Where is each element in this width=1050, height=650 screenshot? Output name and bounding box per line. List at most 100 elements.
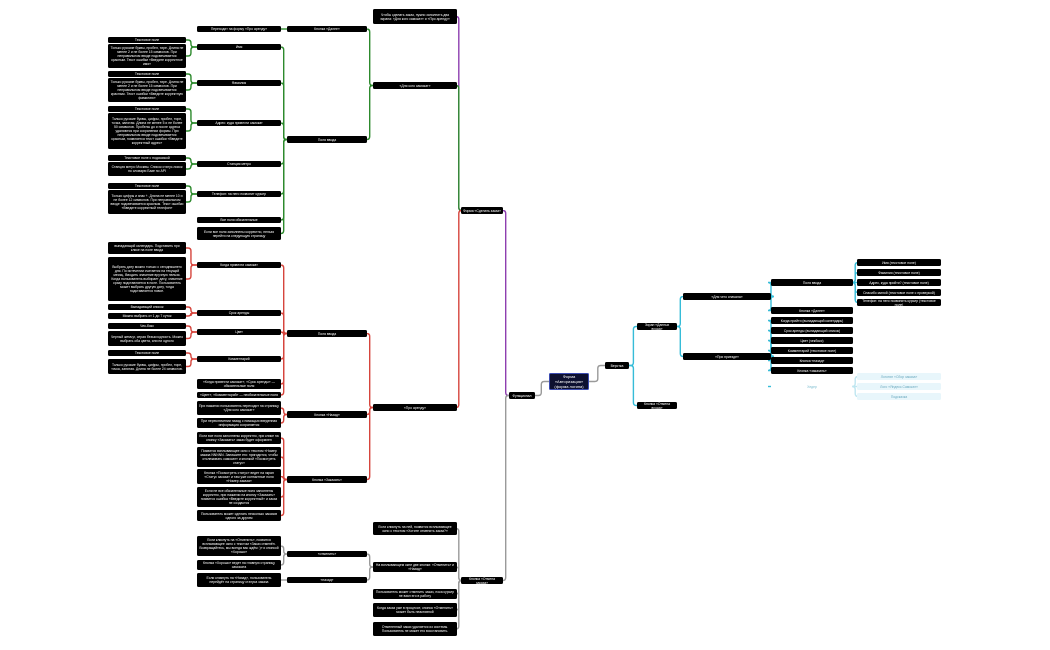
branch-connector [186, 264, 197, 280]
order-note-node: Чтобы сделать заказ, нужно заполнить два… [373, 9, 457, 24]
branch-connector [455, 84, 462, 212]
branch-connector [280, 553, 287, 566]
green-next-detail: Переходит на форму «Про аренду» [197, 26, 281, 32]
design-when-item-4: Кнопка «назад» [771, 357, 853, 364]
green-required-node: Все поля обязательные [197, 217, 281, 223]
green-field-0: Имя [197, 44, 281, 50]
green-field-type-4: Текстовое поле [108, 183, 186, 189]
branch-connector [280, 413, 287, 424]
gray-cancel-button: «отменить» [287, 551, 367, 557]
design-when-item-5: Кнопка «заказать» [771, 367, 853, 374]
green-field-1: Фамилия [197, 80, 281, 86]
branch-connector [186, 73, 197, 84]
design-fields-group: Поля ввода [771, 279, 853, 286]
design-field-2: Адрес, куда прийти? (текстовое поле) [857, 279, 941, 286]
design-next-button: Кнопка «Далее» [771, 307, 853, 314]
branch-connector [186, 358, 197, 368]
red-when-rule-1: Выбрать дату можно только с сегодняшнего… [108, 257, 186, 301]
red-term-node: Срок аренды [197, 310, 281, 316]
red-fields-node: Поля ввода [287, 330, 367, 337]
green-field-3: Станция метро [197, 161, 281, 167]
design-field-0: Имя (текстовое поле) [857, 259, 941, 266]
red-color-rule-1: Черный жемчуг, серая безысходность. Можн… [108, 331, 186, 346]
root-node: Форма «Авторизация» (форма логина) [549, 373, 589, 390]
design-header-item-0: Логотип «Сбор заказа» [857, 373, 941, 380]
gray-note-0: Если кликнуть на ней, появится всплывающ… [373, 522, 457, 535]
red-when-node: Когда привезти самокат [197, 262, 281, 268]
red-comment-rule-0: Текстовое поле [108, 350, 186, 356]
design-field-3: Спасибо милой (текстовое поле с проверко… [857, 289, 941, 296]
branch-connector [186, 306, 197, 314]
red-optional-note: «Цвет», «Комментарий» — необязательные п… [197, 392, 281, 398]
design-who-node: «Для чего сначала» [683, 293, 771, 300]
design-when-item-0: Когда прийти (выпадающий календарь) [771, 317, 853, 324]
red-when-rule-0: выпадающий календарь. Подставить при кли… [108, 242, 186, 254]
branch-connector [186, 163, 197, 170]
branch-connector [502, 394, 509, 582]
branch-connector [186, 331, 197, 340]
red-color-node: Цвет [197, 329, 281, 335]
red-back-rule-1: При переключении назад с помощью введенн… [197, 418, 281, 428]
green-field-type-0: Текстовое поле [108, 37, 186, 43]
cancel-order-node: Кнопка «Отмена заказа» [461, 577, 503, 584]
branch-connector [455, 579, 462, 630]
branch-connector [535, 380, 549, 397]
branch-connector [280, 138, 287, 235]
green-footer-node: Если все поля заполнены корректно, нельз… [197, 227, 281, 240]
branch-connector [186, 185, 197, 195]
green-fields-node: Поля ввода [287, 136, 367, 143]
branch-connector [677, 295, 684, 328]
order-form-node: Форма «Сделать заказ» [461, 207, 503, 214]
design-header-item-2: Подсказка [857, 393, 941, 400]
branch-connector [455, 209, 462, 409]
branch-connector [186, 122, 197, 132]
order-when-node: «Про аренду» [373, 404, 457, 411]
gray-note-3: Когда заказ уже в процессе, кнопка «Отме… [373, 603, 457, 617]
branch-connector [502, 209, 509, 397]
design-screen-node: Экран «Данных входа» [637, 323, 677, 330]
branch-connector [186, 312, 197, 317]
red-term-rule-1: Можно выбрать от 1 до 7 суток [108, 313, 186, 319]
branch-connector [852, 385, 859, 398]
branch-connector [366, 406, 373, 481]
branch-connector [186, 108, 197, 124]
green-field-2: Адрес: куда привезти самокат [197, 120, 281, 126]
green-field-rule-0: Только русские буквы, пробел, тире. Длин… [108, 44, 186, 68]
branch-connector [186, 247, 197, 266]
branch-connector [366, 566, 373, 581]
gray-cancel-rule-0: Если кликнуть на «Отменить», появится вс… [197, 536, 281, 556]
design-when-node: «При приезде» [683, 353, 771, 360]
branch-connector [677, 325, 684, 358]
branch-connector [186, 157, 197, 165]
red-order-rule-2: Кнопка «Посмотреть статус» ведет на экра… [197, 469, 281, 484]
branch-connector [186, 352, 197, 360]
gray-note-1: На всплывающем окне две кнопки: «Отменит… [373, 562, 457, 572]
red-comment-rule-1: Только русские буквы, цифры, пробел, тир… [108, 359, 186, 374]
gray-note-2: Пользователь может отменить заказ, пока … [373, 589, 457, 599]
branch-connector [186, 193, 197, 203]
design-when-item-3: Комментарий (текстовое поле) [771, 347, 853, 354]
branch-connector [366, 84, 373, 141]
green-field-type-1: Текстовое поле [108, 71, 186, 77]
green-field-4: Телефон: на него позвонит курьер [197, 191, 281, 197]
branch-connector [629, 364, 637, 407]
design-field-4: Телефон: на него позвонить курьер (текст… [857, 299, 941, 306]
gray-back-rule-0: Если кликнуть на «Назад», пользователь п… [197, 573, 281, 587]
gray-back-button: «назад» [287, 577, 367, 583]
green-field-type-2: Текстовое поле [108, 106, 186, 112]
gray-note-4: Отмененный заказ удаляется из системы. П… [373, 622, 457, 636]
red-back-rule-0: При нажатии пользователь переходит на ст… [197, 401, 281, 415]
design-node: Верстка [605, 362, 629, 369]
red-back-button: Кнопка «Назад» [287, 411, 367, 418]
red-order-rule-1: Появится всплывающее окно с текстом «Ном… [197, 447, 281, 467]
red-comment-node: Комментарий [197, 356, 281, 362]
red-order-rule-0: Если все поля заполнены корректно, при к… [197, 432, 281, 444]
branch-connector [186, 82, 197, 91]
design-when-item-1: Срок аренды (выпадающий список) [771, 327, 853, 334]
branch-connector [366, 332, 373, 409]
green-field-type-3: Текстовое поле с подсказкой [108, 155, 186, 161]
red-order-rule-3: Если не все обязательные поля заполнены … [197, 487, 281, 507]
branch-connector [280, 478, 287, 517]
green-next-button: Кнопка «Далее» [287, 26, 367, 32]
